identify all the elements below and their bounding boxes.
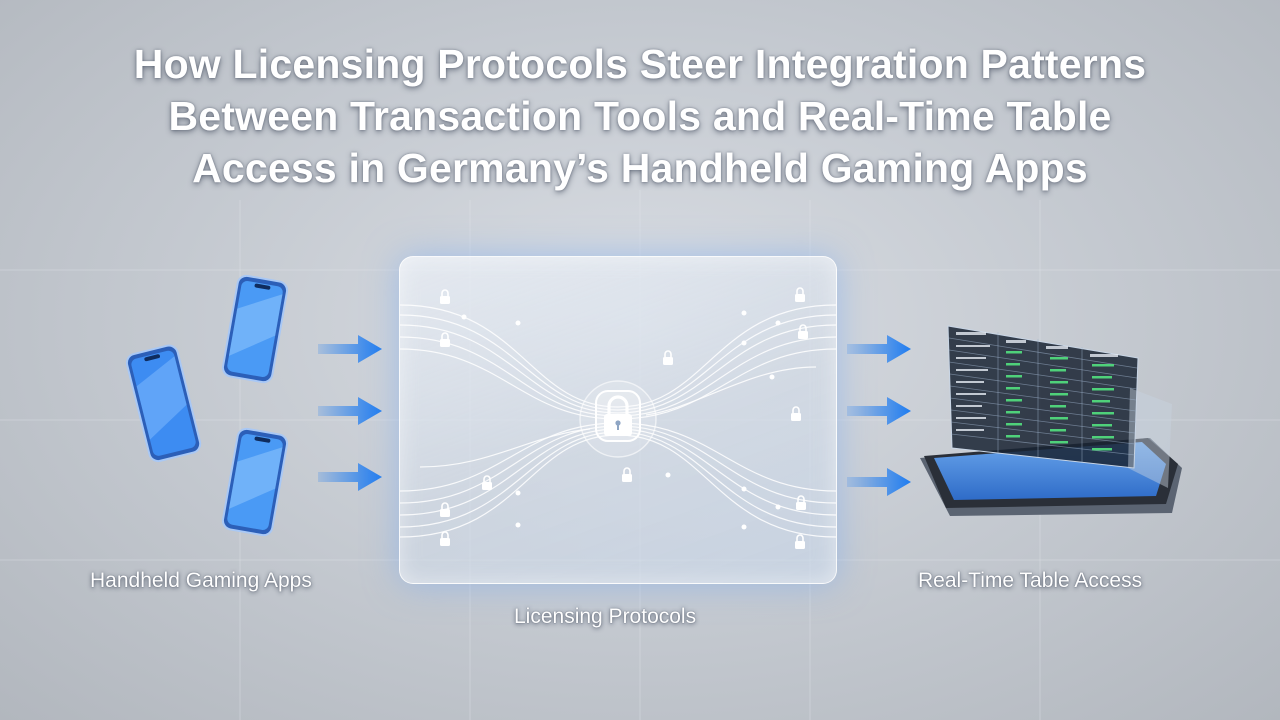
arrow-right-icon <box>847 397 911 425</box>
label-real-time-table-access: Real-Time Table Access <box>918 569 1143 592</box>
title-line-1: How Licensing Protocols Steer Integratio… <box>133 41 1147 87</box>
label-handheld-gaming-apps: Handheld Gaming Apps <box>90 569 312 592</box>
licensing-panel <box>399 256 837 584</box>
tablet-icon <box>920 325 1182 516</box>
label-licensing-protocols: Licensing Protocols <box>514 605 697 628</box>
smartphone-icon <box>221 427 289 537</box>
arrow-right-icon <box>847 335 911 363</box>
arrow-right-icon <box>318 463 382 491</box>
title-line-2: Between Transaction Tools and Real-Time … <box>168 93 1112 139</box>
data-table-graphic <box>947 325 1172 488</box>
smartphone-icon <box>125 344 202 463</box>
protocol-lines <box>400 287 836 550</box>
diagram-title: How Licensing Protocols Steer Integratio… <box>0 38 1280 194</box>
arrow-right-icon <box>318 335 382 363</box>
padlock-icon <box>604 395 632 436</box>
arrow-right-icon <box>318 397 382 425</box>
arrow-right-icon <box>847 468 911 496</box>
smartphone-icon <box>221 274 289 384</box>
title-line-3: Access in Germany’s Handheld Gaming Apps <box>192 145 1088 191</box>
